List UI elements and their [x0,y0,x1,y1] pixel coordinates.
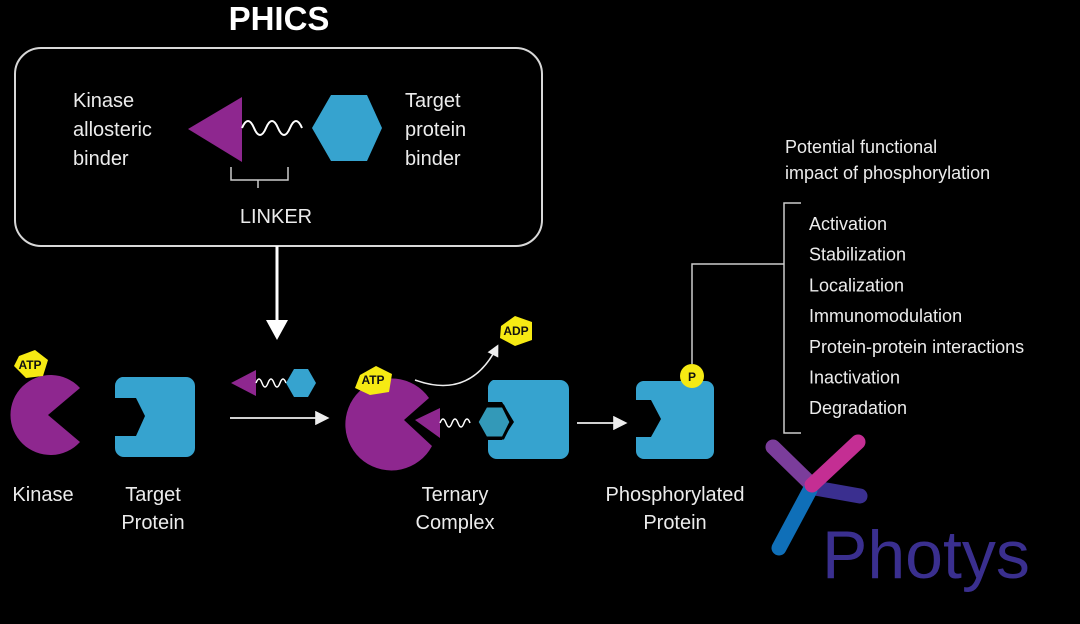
complex-binder-triangle-icon [415,408,440,438]
complex-atp-badge-icon [355,366,392,395]
label-line: Ternary [422,484,489,506]
logo-wordmark: Photys [822,517,1030,593]
target-binder-label: Target protein binder [405,90,466,170]
impact-item: Activation [809,214,887,234]
logo-indigo-bar-icon [807,480,868,504]
label-line: binder [73,148,129,170]
atp-badge-text: ATP [18,358,41,372]
impact-item: Protein-protein interactions [809,337,1024,357]
label-line: allosteric [73,119,152,141]
impact-item: Stabilization [809,245,906,265]
logo-blue-bar-icon [771,482,818,556]
label-line: Phosphorylated [606,484,745,506]
impact-item: Degradation [809,398,907,418]
complex-hexagon-icon [475,404,513,440]
kinase-binder-label: Kinase allosteric binder [73,90,152,170]
ternary-complex-label: Ternary Complex [416,484,495,534]
kinase-label: Kinase [12,484,73,506]
impact-bracket [783,202,801,434]
target-binder-hexagon-icon [312,95,382,161]
phosphate-badge-text: P [688,370,696,384]
impact-connector-line [691,263,784,364]
label-line: Complex [416,512,495,534]
label-line: binder [405,148,461,170]
complex-target-protein-icon [487,380,569,459]
linker-brace-icon [230,167,289,188]
adp-badge-icon [500,316,532,346]
label-line: Protein [121,512,184,534]
adp-badge-text: ADP [503,324,528,338]
kinase-pacman-icon [10,375,81,456]
adp-release-arrow [414,344,499,387]
small-binder-triangle-icon [231,370,256,396]
down-arrow-head-icon [266,320,288,340]
impact-item: Inactivation [809,368,900,388]
phosphorylated-protein-icon [635,381,714,459]
photys-logo: Photys [765,434,1030,593]
phosphate-badge-icon [680,364,704,388]
phosphorylated-protein-label: Phosphorylated Protein [606,484,745,534]
small-hexagon-icon [286,369,316,397]
small-linker-wave-icon [255,378,287,388]
diagram-title: PHICS [229,0,330,37]
complex-atp-text: ATP [361,373,384,387]
impact-item: Localization [809,275,904,295]
allosteric-binder-triangle-icon [188,97,242,162]
logo-magenta-bar-icon [804,434,866,493]
impact-list: ActivationStabilizationLocalizationImmun… [809,214,1024,418]
heading-line: impact of phosphorylation [785,163,990,183]
label-line: Kinase [73,90,134,112]
impact-item: Immunomodulation [809,306,962,326]
atp-badge-icon [14,350,48,378]
heading-line: Potential functional [785,137,937,157]
target-protein-label: Target Protein [121,484,184,534]
label-line: Target [125,484,181,506]
label-line: Target [405,90,461,112]
impact-heading: Potential functional impact of phosphory… [785,137,990,183]
label-line: protein [405,119,466,141]
complex-linker-wave-icon [439,418,471,428]
linker-wave-icon [241,120,303,136]
label-line: Protein [643,512,706,534]
linker-label: LINKER [240,206,312,228]
target-protein-shape-icon [114,377,195,457]
complex-kinase-icon [345,378,432,471]
